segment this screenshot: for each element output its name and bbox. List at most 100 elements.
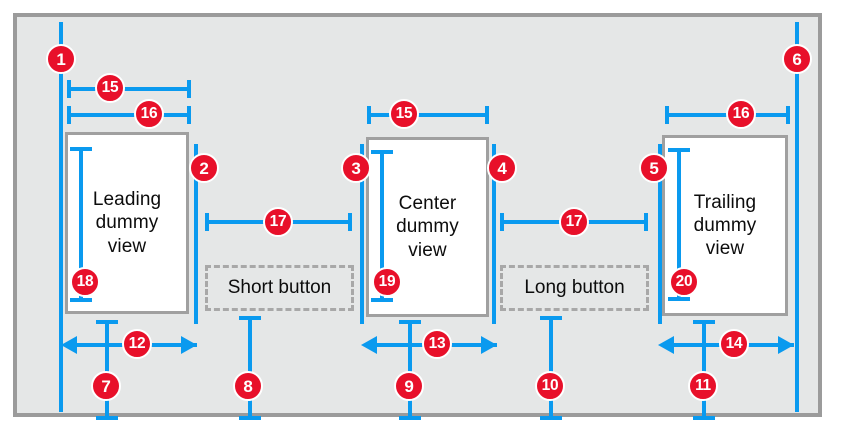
leading-dummy-view-label: Leading dummy view	[93, 188, 161, 258]
measure-16-left-cap-start	[67, 106, 71, 124]
measure-17-right-cap-start	[500, 213, 504, 231]
measure-15-left-cap-start	[67, 80, 71, 98]
measure-15-center-cap-end	[485, 106, 489, 124]
callout-16-right[interactable]: 16	[726, 99, 756, 129]
callout-9-number: 9	[404, 376, 414, 396]
long-button-label: Long button	[524, 277, 625, 298]
callout-15-left[interactable]: 15	[95, 73, 125, 103]
callout-17-right-number: 17	[565, 213, 583, 231]
measure-14-arrow-right	[778, 336, 794, 354]
long-button[interactable]: Long button	[500, 265, 649, 311]
measure-13-arrow-left	[361, 336, 377, 354]
callout-12[interactable]: 12	[122, 329, 152, 359]
guide-line-7	[105, 320, 109, 420]
guide-line-9	[408, 320, 412, 420]
measure-20-cap-top	[668, 148, 690, 152]
measure-15-left-cap-end	[187, 80, 191, 98]
callout-4-number: 4	[497, 158, 507, 178]
measure-18-cap-bottom	[70, 298, 92, 302]
callout-10[interactable]: 10	[535, 371, 565, 401]
callout-11-number: 11	[695, 377, 711, 395]
measure-17-right-cap-end	[644, 213, 648, 231]
callout-2-number: 2	[199, 158, 209, 178]
measure-17-left-cap-end	[348, 213, 352, 231]
short-button[interactable]: Short button	[205, 265, 354, 311]
measure-15-left-line	[67, 87, 191, 91]
measure-19-line	[380, 150, 384, 302]
callout-15-left-number: 15	[101, 79, 119, 97]
measure-20-line	[677, 148, 681, 301]
measure-16-left-line	[67, 113, 191, 117]
callout-16-left-number: 16	[140, 105, 158, 123]
center-label-line3: view	[408, 239, 447, 261]
callout-11[interactable]: 11	[688, 371, 718, 401]
leading-label-line1: Leading	[92, 189, 162, 211]
measure-13-arrow-right	[481, 336, 497, 354]
callout-13[interactable]: 13	[422, 329, 452, 359]
measure-12-arrow-left	[61, 336, 77, 354]
callout-10-number: 10	[541, 377, 559, 395]
callout-5-number: 5	[649, 158, 659, 178]
callout-19[interactable]: 19	[372, 267, 402, 297]
guide-9-cap-top	[399, 320, 421, 324]
measure-12-arrow-right	[181, 336, 197, 354]
callout-20[interactable]: 20	[669, 267, 699, 297]
callout-3[interactable]: 3	[341, 153, 371, 183]
callout-6[interactable]: 6	[782, 44, 812, 74]
guide-line-8	[248, 316, 252, 420]
guide-line-3	[360, 144, 364, 324]
guide-8-cap-top	[239, 316, 261, 320]
callout-20-number: 20	[675, 273, 693, 291]
leading-dummy-view: Leading dummy view	[65, 132, 189, 314]
leading-label-line3: view	[107, 235, 147, 257]
callout-1-number: 1	[56, 49, 66, 69]
callout-17-right[interactable]: 17	[559, 207, 589, 237]
guide-line-2	[194, 144, 198, 324]
guide-11-cap-top	[693, 320, 715, 324]
callout-19-number: 19	[378, 273, 396, 291]
callout-3-number: 3	[351, 158, 361, 178]
callout-2[interactable]: 2	[189, 153, 219, 183]
measure-16-right-cap-end	[786, 106, 790, 124]
callout-13-number: 13	[428, 335, 446, 353]
diagram-canvas: Leading dummy view Center dummy view Tra…	[13, 13, 822, 420]
trailing-dummy-view-label: Trailing dummy view	[694, 191, 757, 261]
callout-5[interactable]: 5	[639, 153, 669, 183]
guide-11-cap-bottom	[693, 416, 715, 420]
measure-15-center-line	[367, 113, 489, 117]
callout-8-number: 8	[243, 376, 253, 396]
callout-16-right-number: 16	[732, 105, 750, 123]
callout-7[interactable]: 7	[91, 371, 121, 401]
guide-7-cap-bottom	[96, 416, 118, 420]
guide-10-cap-top	[540, 316, 562, 320]
center-label-line2: dummy	[396, 216, 459, 238]
guide-line-5	[658, 144, 662, 324]
callout-4[interactable]: 4	[487, 153, 517, 183]
callout-1[interactable]: 1	[46, 44, 76, 74]
callout-15-center[interactable]: 15	[389, 99, 419, 129]
trailing-label-line1: Trailing	[693, 191, 757, 213]
trailing-label-line2: dummy	[693, 214, 757, 236]
callout-12-number: 12	[128, 335, 146, 353]
guide-line-11	[702, 320, 706, 420]
callout-15-center-number: 15	[395, 105, 413, 123]
callout-14[interactable]: 14	[719, 329, 749, 359]
callout-18-number: 18	[76, 273, 94, 291]
guide-line-10	[549, 316, 553, 420]
callout-9[interactable]: 9	[394, 371, 424, 401]
callout-17-left-number: 17	[269, 213, 287, 231]
guide-8-cap-bottom	[239, 416, 261, 420]
callout-18[interactable]: 18	[70, 267, 100, 297]
measure-15-center-cap-start	[367, 106, 371, 124]
callout-8[interactable]: 8	[233, 371, 263, 401]
measure-18-line	[79, 147, 83, 302]
trailing-label-line3: view	[705, 238, 745, 260]
guide-line-4	[492, 144, 496, 324]
leading-label-line2: dummy	[95, 212, 159, 234]
measure-14-arrow-left	[658, 336, 674, 354]
callout-17-left[interactable]: 17	[263, 207, 293, 237]
callout-6-number: 6	[792, 49, 802, 69]
callout-16-left[interactable]: 16	[134, 99, 164, 129]
short-button-label: Short button	[227, 277, 332, 298]
